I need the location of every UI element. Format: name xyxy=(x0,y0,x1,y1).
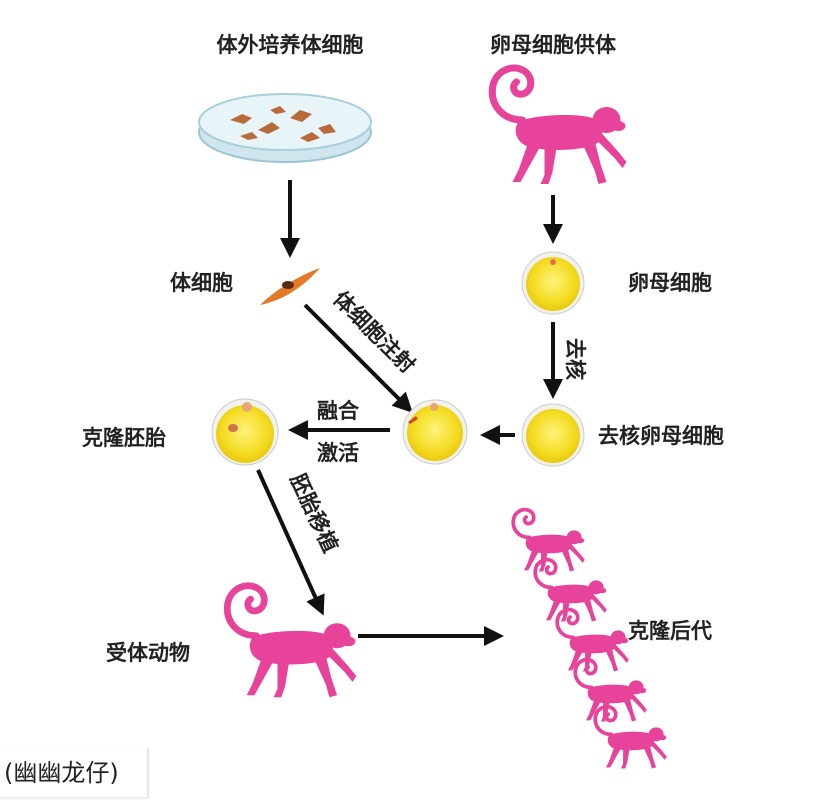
label-somatic-cell: 体细胞 xyxy=(170,271,233,295)
process-arrows xyxy=(256,180,563,646)
recipient-monkey-icon xyxy=(227,586,356,698)
label-embryo-transfer: 胚胎移植 xyxy=(285,470,342,556)
offspring-monkey-icon xyxy=(573,657,649,724)
injected-oocyte-icon xyxy=(402,399,468,465)
arrow-injection xyxy=(303,303,413,413)
label-fusion: 融合 xyxy=(317,399,360,423)
arrow-embryo-transfer xyxy=(256,469,325,616)
label-cloned-offspring: 克隆后代 xyxy=(628,619,712,643)
petri-dish-icon xyxy=(198,93,372,163)
enucleated-oocyte-icon xyxy=(521,403,585,467)
label-enucleation: 去核 xyxy=(563,338,587,380)
somatic-cell-icon xyxy=(260,268,320,305)
label-cloned-embryo: 克隆胚胎 xyxy=(82,426,166,450)
watermark-caption: (幽幽龙仔) xyxy=(0,748,148,798)
label-oocyte-donor: 卵母细胞供体 xyxy=(490,33,617,57)
label-cultured-somatic-cells: 体外培养体细胞 xyxy=(217,33,364,57)
label-somatic-cell-injection: 体细胞注射 xyxy=(328,287,419,378)
offspring-monkey-icon xyxy=(511,507,587,574)
oocyte-donor-monkey-icon xyxy=(492,68,626,184)
cloned-embryo-icon xyxy=(211,398,279,466)
oocyte-icon xyxy=(521,251,585,315)
label-recipient-animal: 受体动物 xyxy=(106,641,190,665)
label-oocyte: 卵母细胞 xyxy=(628,271,712,295)
label-activation: 激活 xyxy=(317,441,359,465)
label-enucleated-oocyte: 去核卵母细胞 xyxy=(598,424,724,448)
